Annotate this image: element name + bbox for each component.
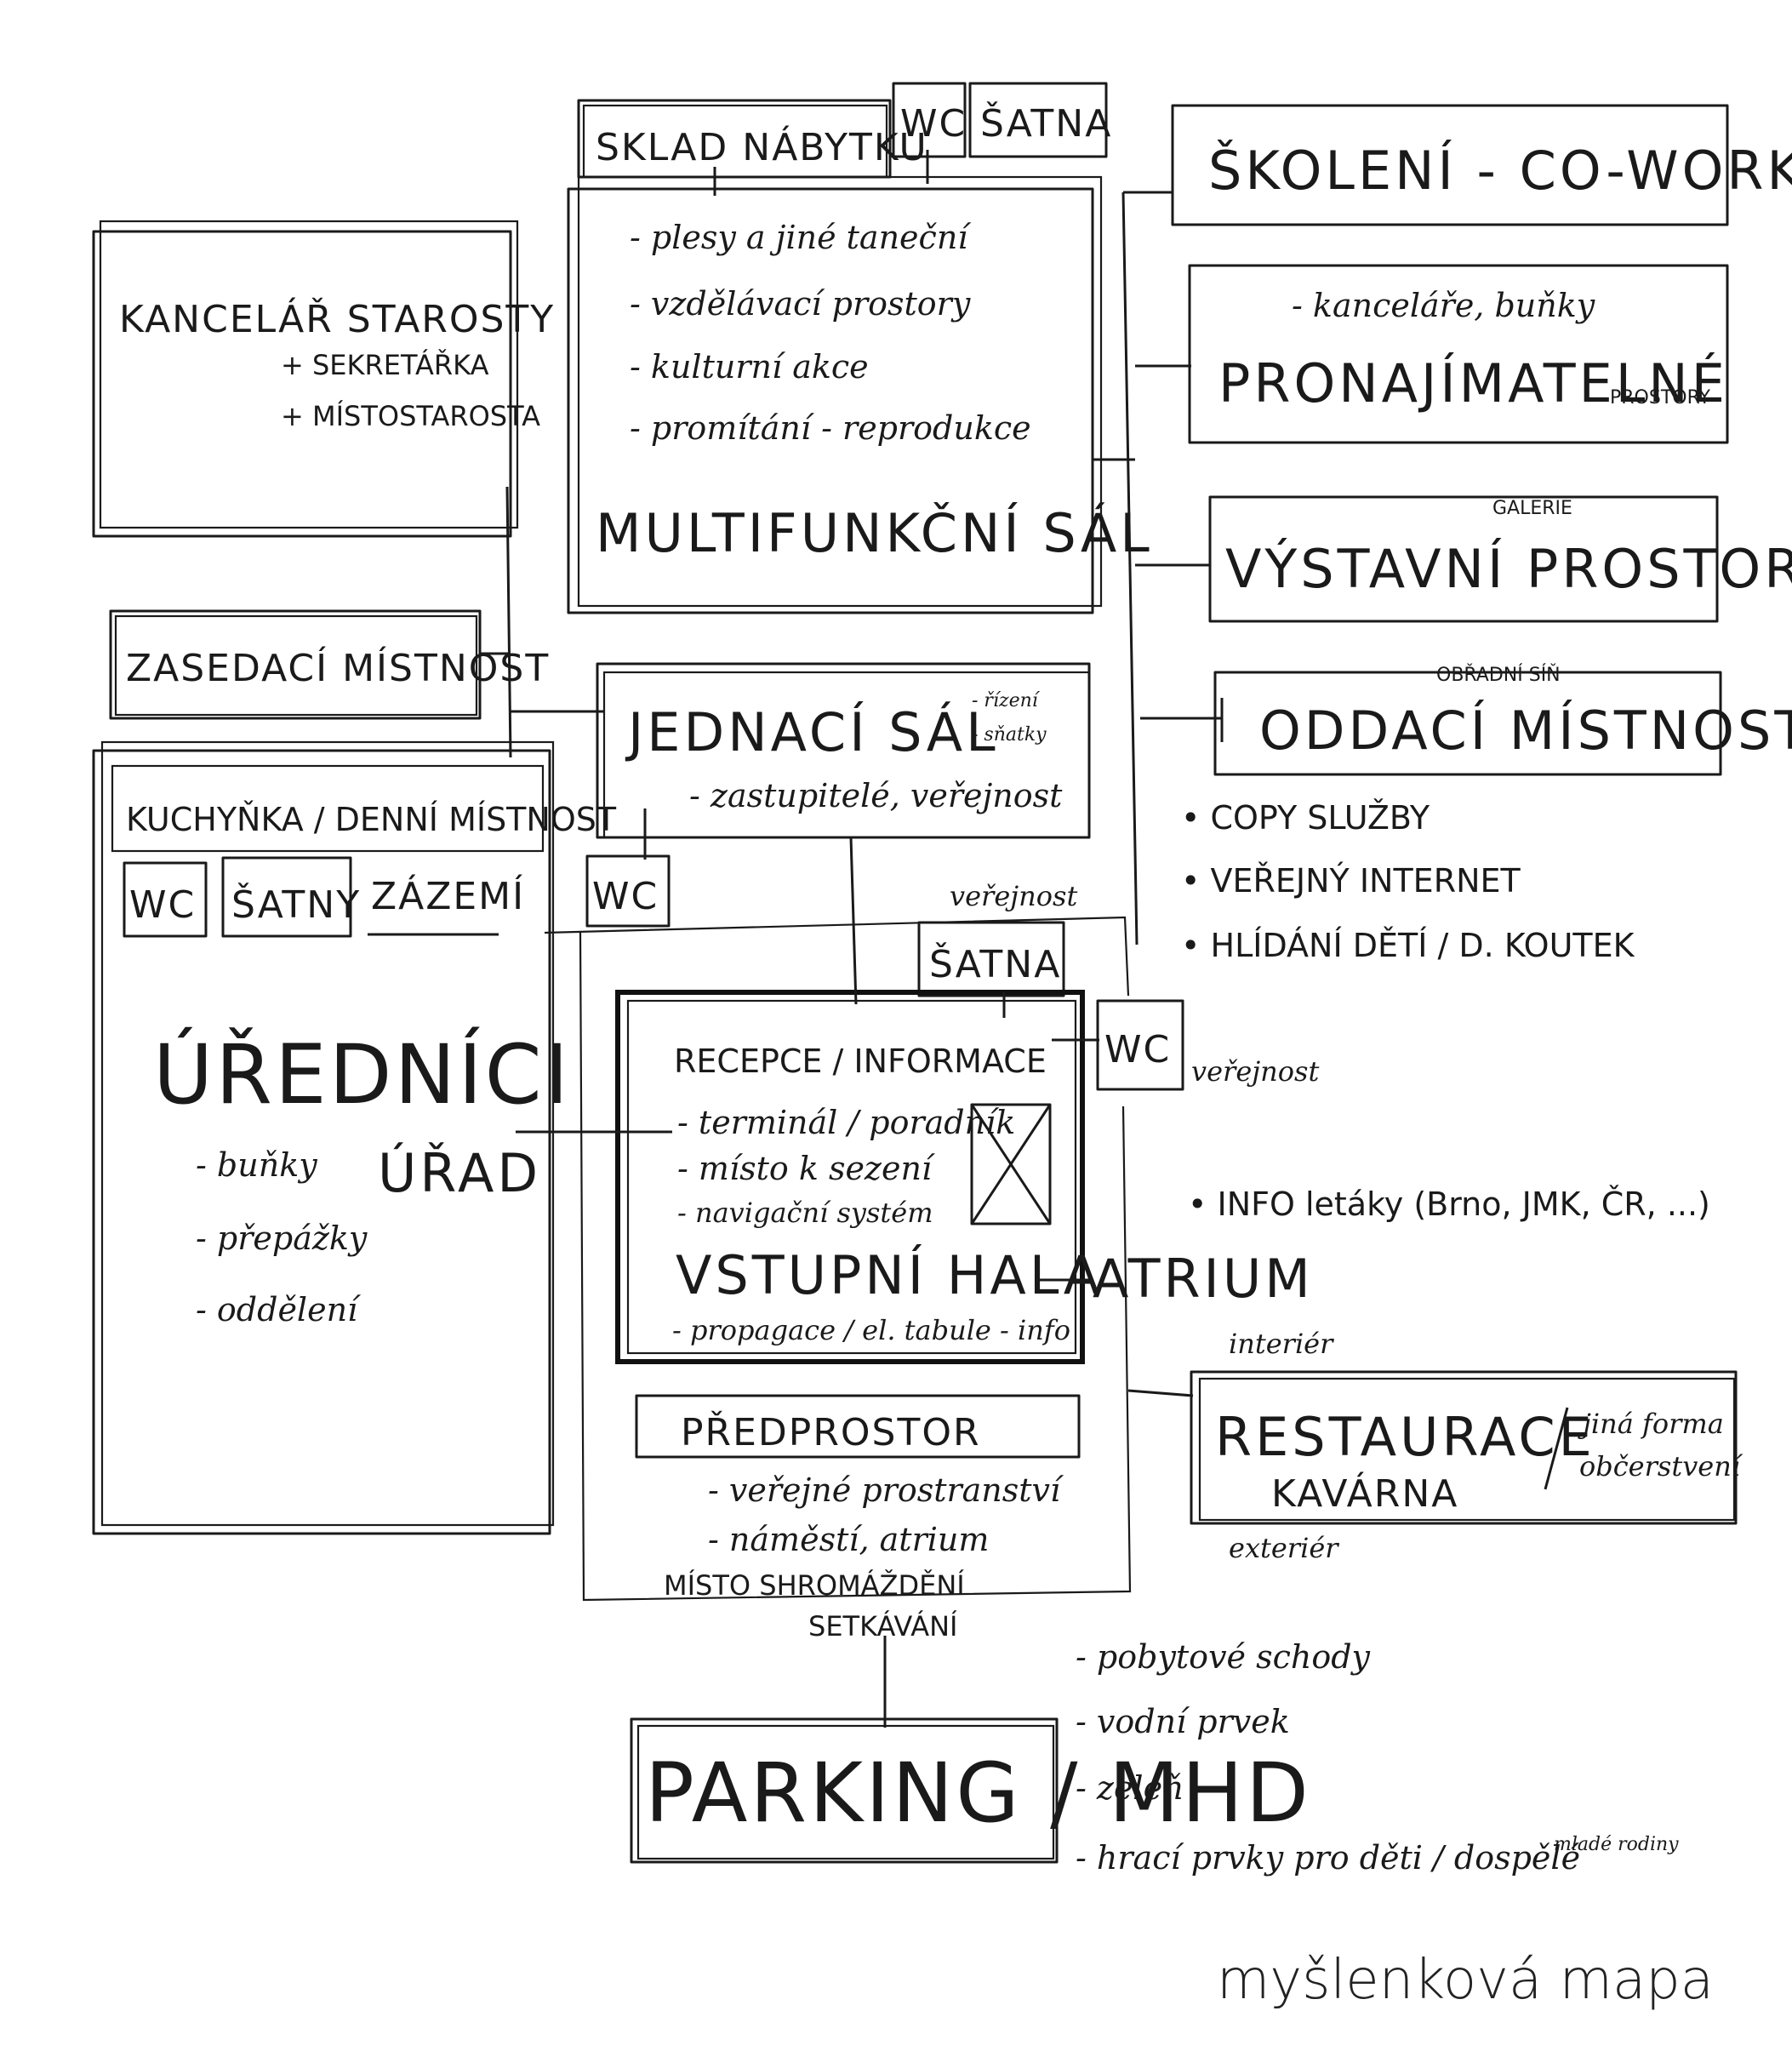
satna-mid-box: ŠATNA xyxy=(917,921,1065,997)
service-1: • COPY SLUŽBY xyxy=(1181,799,1430,837)
oddaci-title: ODDACÍ MÍSTNOST xyxy=(1259,700,1792,762)
urednici-item-2: - přepážky xyxy=(196,1220,368,1257)
multifunkcni-item-3: - kulturní akce xyxy=(630,348,869,386)
recepce-bottom: - propagace / el. tabule - info xyxy=(672,1314,1070,1346)
recepce-item-3: - navigační systém xyxy=(677,1197,933,1229)
predprostor-item-2: - náměstí, atrium xyxy=(708,1521,989,1558)
restaurace-side-2: občerstvení xyxy=(1579,1450,1743,1482)
pronajimatelne-suffix: PROSTORY xyxy=(1610,387,1710,408)
kancelar-item-2: + MÍSTOSTAROSTA xyxy=(281,400,540,432)
restaurace-title: RESTAURACE xyxy=(1215,1406,1595,1468)
multifunkcni-item-1: - plesy a jiné taneční xyxy=(630,219,972,256)
jednaci-side-1: - řízení xyxy=(972,690,1041,711)
zasedaci-mistnost-box: ZASEDACÍ MÍSTNOST xyxy=(109,609,550,720)
kancelar-starosty-box: KANCELÁŘ STAROSTY + SEKRETÁŘKA + MÍSTOST… xyxy=(92,220,555,538)
exterier-label: exteriér xyxy=(1229,1532,1339,1564)
satna-top-box: ŠATNA xyxy=(968,82,1112,158)
urednici-title: ÚŘEDNÍCI xyxy=(153,1026,571,1123)
info-letaky: • INFO letáky (Brno, JMK, ČR, ...) xyxy=(1188,1185,1710,1223)
skoleni-box: ŠKOLENÍ - CO-WORKING xyxy=(1171,104,1792,226)
urednici-satny-label: ŠATNY xyxy=(231,882,361,927)
urednici-wc-label: WC xyxy=(129,883,196,927)
parking-note-3: - zeleň xyxy=(1076,1769,1184,1807)
wc-public-box: WC xyxy=(1096,999,1184,1091)
pronajimatelne-note: - kanceláře, buňky xyxy=(1292,287,1595,324)
urednici-zazemi-label: ZÁZEMÍ xyxy=(371,873,525,918)
urednici-item-3: - oddělení xyxy=(196,1291,362,1328)
predprostor-setkavani: SETKÁVÁNÍ xyxy=(808,1610,957,1642)
parking-extra: mladé rodiny xyxy=(1554,1834,1679,1855)
multifunkcni-item-2: - vzdělávací prostory xyxy=(630,285,971,323)
recepce-hala: VSTUPNÍ HALA xyxy=(676,1244,1103,1306)
atrium-label: ATRIUM xyxy=(1093,1248,1314,1310)
multifunkcni-item-4: - promítání - reprodukce xyxy=(630,409,1031,447)
kancelar-item-1: + SEKRETÁŘKA xyxy=(281,349,489,381)
jednaci-title: JEDNACÍ SÁL xyxy=(625,700,999,763)
restaurace-box: RESTAURACE KAVÁRNA jiná forma občerstven… xyxy=(1190,1370,1743,1525)
vystavni-title: VÝSTAVNÍ PROSTORY xyxy=(1225,538,1792,600)
parking-box: PARKING / MHD xyxy=(630,1717,1311,1864)
wc-mid-box: WC xyxy=(585,854,671,928)
parking-note-2: - vodní prvek xyxy=(1076,1703,1290,1740)
recepce-item-1: - terminál / poradník xyxy=(677,1104,1015,1141)
parking-label: PARKING / MHD xyxy=(645,1745,1311,1841)
connections xyxy=(480,150,1224,1728)
predprostor-misto: MÍSTO SHROMÁŽDĚNÍ xyxy=(664,1569,965,1602)
atrium-frame xyxy=(544,916,1132,1602)
multifunkcni-sal-box: - plesy a jiné taneční - vzdělávací pros… xyxy=(567,175,1153,614)
recepce-item-2: - místo k sezení xyxy=(677,1150,936,1187)
wc-top-label: WC xyxy=(900,102,967,146)
multifunkcni-title: MULTIFUNKČNÍ SÁL xyxy=(596,501,1153,564)
wc-public-label: WC xyxy=(1104,1028,1171,1071)
wc-mid-label: WC xyxy=(592,875,659,918)
sklad-nabytku-box: SKLAD NÁBYTKU xyxy=(577,99,928,179)
caption: myšlenková mapa xyxy=(1216,1949,1714,2012)
predprostor-box: PŘEDPROSTOR - veřejné prostranství - nám… xyxy=(635,1394,1081,1642)
urednici-block: KUCHYŇKA / DENNÍ MÍSTNOST WC ŠATNY ZÁZEM… xyxy=(92,740,617,1535)
wc-top-box: WC xyxy=(892,82,967,158)
zasedaci-label: ZASEDACÍ MÍSTNOST xyxy=(126,645,550,690)
verejnost-label-2: veřejnost xyxy=(1191,1055,1319,1088)
vystavni-note: GALERIE xyxy=(1492,498,1572,519)
pronajimatelne-title: PRONAJÍMATELNÉ xyxy=(1218,352,1728,414)
urednici-urad: ÚŘAD xyxy=(378,1142,541,1204)
recepce-title: RECEPCE / INFORMACE xyxy=(674,1043,1047,1080)
predprostor-title: PŘEDPROSTOR xyxy=(681,1410,981,1454)
jednaci-item-1: - zastupitelé, veřejnost xyxy=(689,777,1063,814)
urednici-item-1: - buňky xyxy=(196,1146,317,1184)
restaurace-kavarna: KAVÁRNA xyxy=(1271,1471,1458,1516)
kuchynka-label: KUCHYŇKA / DENNÍ MÍSTNOST xyxy=(126,801,617,838)
service-3: • HLÍDÁNÍ DĚTÍ / D. KOUTEK xyxy=(1181,927,1635,964)
restaurace-side-1: jiná forma xyxy=(1578,1408,1724,1440)
service-2: • VEŘEJNÝ INTERNET xyxy=(1181,862,1521,900)
pronajimatelne-box: - kanceláře, buňky PRONAJÍMATELNÉ PROSTO… xyxy=(1188,264,1729,444)
oddaci-note: OBŘADNÍ SÍŇ xyxy=(1436,664,1561,686)
kancelar-title: KANCELÁŘ STAROSTY xyxy=(119,296,555,341)
skoleni-label: ŠKOLENÍ - CO-WORKING xyxy=(1208,140,1792,202)
oddaci-box: OBŘADNÍ SÍŇ ODDACÍ MÍSTNOST xyxy=(1213,664,1792,776)
satna-mid-label: ŠATNA xyxy=(929,941,1061,986)
predprostor-item-1: - veřejné prostranství xyxy=(708,1471,1064,1509)
vystavni-box: GALERIE VÝSTAVNÍ PROSTORY xyxy=(1208,495,1792,623)
jednaci-sal-box: JEDNACÍ SÁL - řízení - sňatky - zastupit… xyxy=(596,662,1091,839)
jednaci-side-2: - sňatky xyxy=(972,724,1047,746)
vstupni-hala-box: RECEPCE / INFORMACE - terminál / poradní… xyxy=(615,990,1103,1364)
parking-note-1: - pobytové schody xyxy=(1076,1638,1371,1676)
elevator-crossed-box xyxy=(970,1103,1052,1225)
interier-label: interiér xyxy=(1229,1328,1334,1360)
parking-note-4: - hrací prvky pro děti / dospělé xyxy=(1076,1839,1580,1877)
satna-top-label: ŠATNA xyxy=(980,100,1112,146)
verejnost-label-1: veřejnost xyxy=(950,880,1077,912)
sklad-nabytku-label: SKLAD NÁBYTKU xyxy=(596,124,928,169)
